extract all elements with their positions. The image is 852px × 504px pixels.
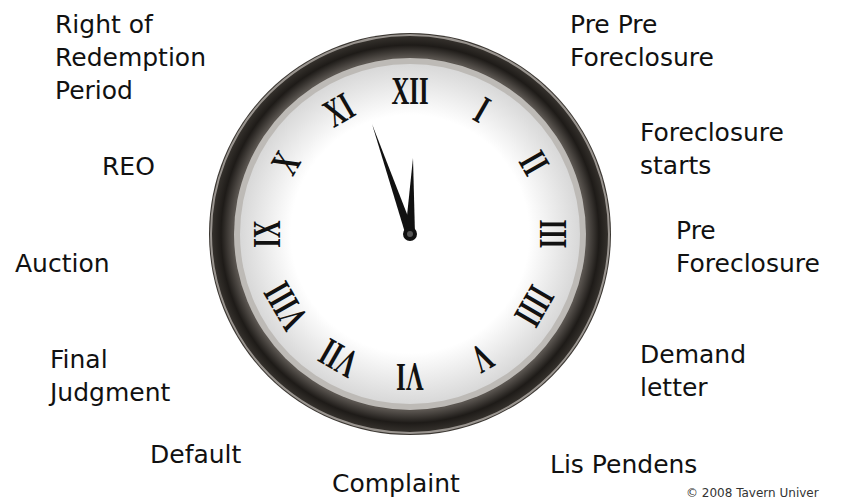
clock-dial <box>240 64 580 404</box>
rim-inner <box>234 58 586 410</box>
clock-numeral: I <box>467 90 495 129</box>
stage-label: Auction <box>15 247 165 280</box>
stage-label: Complaint <box>332 467 532 500</box>
hand-pivot-cap <box>407 231 413 237</box>
rim-edge <box>211 35 609 433</box>
stage-label: Demand letter <box>640 338 790 404</box>
clock-numeral: II <box>512 144 556 181</box>
clock-numeral: XI <box>317 86 361 134</box>
hour-hand <box>405 158 415 235</box>
stage-label: Pre Pre Foreclosure <box>570 8 760 74</box>
clock-numeral: IIII <box>507 279 561 332</box>
clock-rim <box>209 33 611 435</box>
stage-label: Pre Foreclosure <box>676 214 846 280</box>
clock-numeral: X <box>264 145 308 181</box>
copyright-note: © 2008 Tavern Univer <box>686 486 846 500</box>
minute-hand <box>372 124 414 236</box>
clock-numeral: XII <box>391 71 428 111</box>
clock-numeral: VIII <box>257 275 315 336</box>
clock-numeral: VII <box>312 331 364 384</box>
clock-numeral: IX <box>247 220 287 248</box>
stage-label: Foreclosure starts <box>640 116 830 182</box>
clock-numeral: V <box>464 336 500 380</box>
stage-label: Lis Pendens <box>550 448 790 481</box>
stage-label: Final Judgment <box>50 343 200 409</box>
stage-label: Right of Redemption Period <box>55 8 230 107</box>
clock-numeral: III <box>533 220 573 249</box>
stage-label: Default <box>150 438 300 471</box>
hand-pivot <box>403 227 417 241</box>
clock-numeral: VI <box>396 357 424 397</box>
stage-label: REO <box>102 150 202 183</box>
